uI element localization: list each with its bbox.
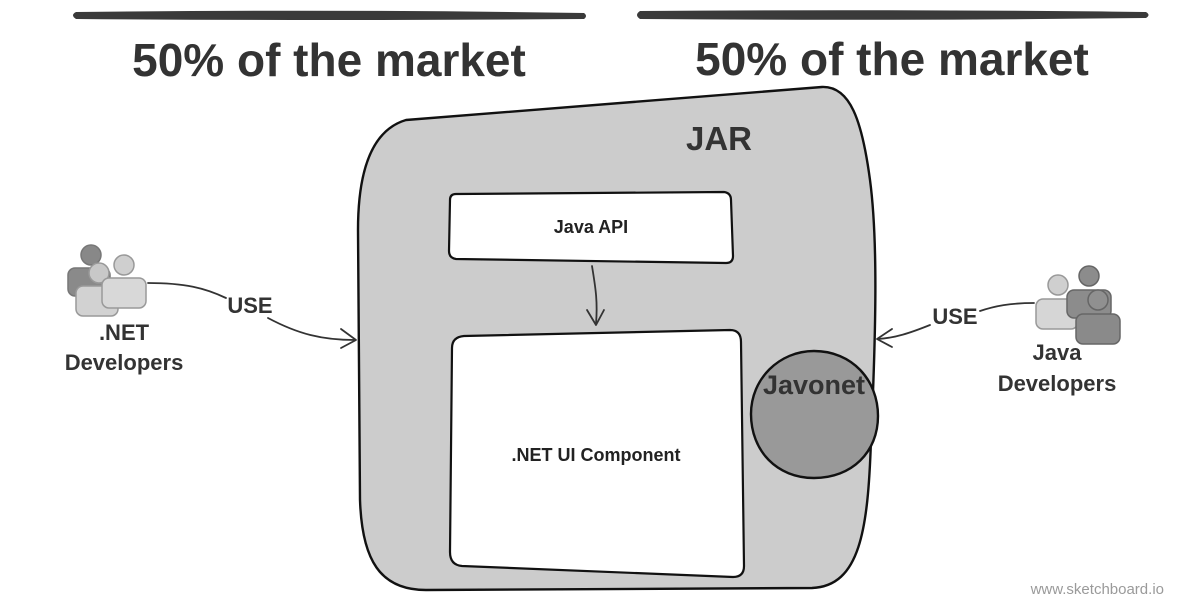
dotnet-use-label: USE	[227, 293, 272, 318]
dotnet-use-arrowhead	[340, 328, 357, 349]
right-market-headline: 50% of the market	[695, 33, 1089, 85]
dotnet-ui-component-label: .NET UI Component	[512, 445, 681, 465]
java-use-arrowhead	[876, 328, 893, 348]
dotnet-developers-label-line2: Developers	[65, 350, 184, 375]
right-market-bar	[637, 10, 1149, 20]
java-developers-label-line1: Java	[1033, 340, 1083, 365]
dotnet-use-arrow	[147, 282, 227, 299]
dotnet-ui-component-box	[448, 328, 746, 579]
java-developers-label-line2: Developers	[998, 371, 1117, 396]
javonet-label: Javonet	[763, 370, 865, 400]
java-api-label: Java API	[554, 217, 628, 237]
api-to-component-arrowhead	[586, 309, 605, 326]
left-market-headline: 50% of the market	[132, 34, 526, 86]
watermark: www.sketchboard.io	[1030, 581, 1164, 598]
java-use-arrow-tail	[877, 324, 931, 340]
java-use-label: USE	[932, 304, 977, 329]
jar-label: JAR	[686, 120, 752, 157]
java-api-box	[447, 190, 735, 265]
dotnet-developers-label-line1: .NET	[99, 320, 150, 345]
dotnet-use-arrow-tail	[267, 317, 356, 341]
dotnet-developers-icon	[67, 244, 147, 317]
java-developers-icon	[1035, 265, 1121, 345]
javonet-circle	[749, 349, 880, 480]
left-market-bar	[73, 10, 586, 20]
api-to-component-arrow	[591, 265, 598, 325]
java-use-arrow	[979, 302, 1035, 312]
